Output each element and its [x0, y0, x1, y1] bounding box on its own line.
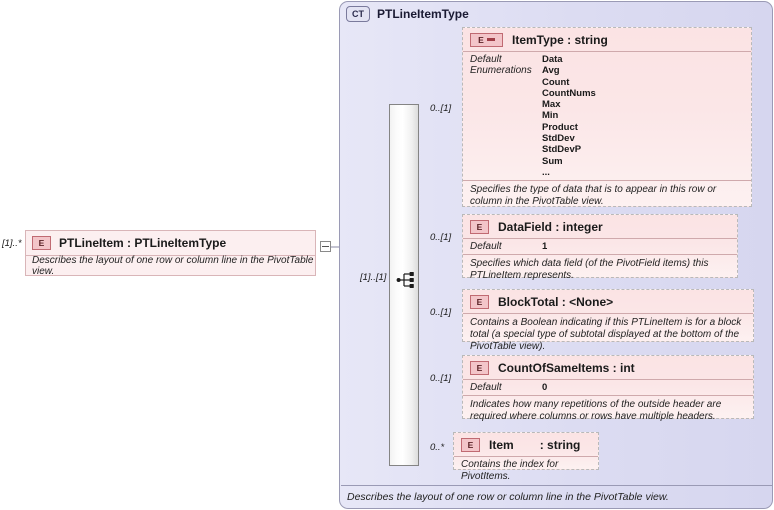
element-badge-icon: E: [461, 437, 480, 452]
cardinality-root-element: [1]..*: [2, 238, 22, 249]
datafield-doc: Specifies which data field (of the Pivot…: [470, 258, 709, 282]
complex-type-title: PTLineItemType: [377, 7, 469, 21]
complex-type-footer-text: Describes the layout of one row or colum…: [347, 490, 669, 503]
cardinality-sequence: [1]..[1]: [360, 272, 387, 283]
enum-value: Count: [542, 76, 570, 88]
countofsameitems-properties: Default 0: [463, 380, 753, 397]
root-element-header: E PTLineItem : PTLineItemType: [26, 231, 315, 256]
enum-value: Product: [542, 121, 578, 133]
blocktotal-title: BlockTotal : <None>: [498, 294, 614, 309]
countofsameitems-property-labels: Default: [470, 382, 542, 393]
element-box-datafield[interactable]: E DataField : integer Default 1 Specifie…: [462, 214, 738, 281]
datafield-properties: Default 1: [463, 239, 737, 256]
enum-value: Data: [542, 54, 563, 65]
item-title: Item : string: [489, 438, 580, 452]
item-doc: Contains the index for PivotItems.: [461, 459, 559, 482]
enum-value: Avg: [542, 65, 560, 77]
enum-value: Max: [542, 99, 561, 111]
default-value: 0: [542, 382, 548, 393]
item-type: : string: [539, 437, 581, 452]
element-box-blocktotal[interactable]: E BlockTotal : <None> Contains a Boolean…: [462, 289, 754, 352]
default-value: 1: [542, 241, 548, 252]
property-label: Default: [470, 54, 502, 65]
itemtype-doc: Specifies the type of data that is to ap…: [470, 184, 717, 208]
enum-value: StdDevP: [542, 144, 582, 156]
badge-letter: E: [478, 34, 484, 45]
itemtype-property-labels: Default Enumerations: [470, 54, 542, 178]
collapse-toggle-icon[interactable]: [320, 241, 331, 252]
property-label: Enumerations: [470, 65, 532, 77]
item-header: E Item : string: [454, 433, 598, 457]
itemtype-title: ItemType : string: [512, 32, 608, 47]
item-name: Item: [489, 437, 514, 452]
blocktotal-doc: Contains a Boolean indicating if this PT…: [470, 317, 742, 352]
sequence-icon[interactable]: [396, 271, 418, 289]
datafield-property-labels: Default: [470, 241, 542, 252]
countofsameitems-doc: Indicates how many repetitions of the ou…: [470, 399, 722, 423]
element-badge-icon: E: [470, 360, 489, 375]
element-badge-icon: E: [32, 236, 51, 250]
property-label: Default: [470, 241, 502, 252]
enum-value: CountNums: [542, 87, 596, 99]
complex-type-header: CT PTLineItemType: [346, 6, 469, 22]
root-element-box[interactable]: E PTLineItem : PTLineItemType Describes …: [25, 230, 316, 277]
countofsameitems-header: E CountOfSameItems : int: [463, 356, 753, 380]
cardinality-datafield: 0..[1]: [430, 232, 452, 243]
element-badge-icon: E: [470, 219, 489, 234]
enum-value: Sum: [542, 155, 563, 167]
complex-type-badge-icon: CT: [346, 6, 370, 22]
element-box-countofsameitems[interactable]: E CountOfSameItems : int Default 0 Indic…: [462, 355, 754, 422]
cardinality-countofsameitems: 0..[1]: [430, 373, 452, 384]
cardinality-itemtype: 0..[1]: [430, 103, 452, 114]
element-box-itemtype[interactable]: E ItemType : string Default Enumerations…: [462, 27, 752, 207]
element-badge-icon: E: [470, 32, 503, 47]
datafield-header: E DataField : integer: [463, 215, 737, 239]
itemtype-properties: Default Enumerations Data Avg Count Coun…: [463, 52, 751, 182]
enumeration-dash-icon: [486, 38, 495, 41]
enum-value: Min: [542, 110, 559, 122]
property-label: Default: [470, 382, 502, 393]
root-element-title: PTLineItem : PTLineItemType: [59, 236, 227, 250]
enum-value-ellipsis: ...: [542, 166, 550, 178]
cardinality-blocktotal: 0..[1]: [430, 307, 452, 318]
blocktotal-header: E BlockTotal : <None>: [463, 290, 753, 314]
datafield-property-values: 1: [542, 241, 547, 252]
cardinality-item: 0..*: [430, 442, 445, 453]
itemtype-property-values: Data Avg Count CountNums Max Min Product…: [542, 54, 596, 178]
root-element-doc: Describes the layout of one row or colum…: [32, 255, 314, 277]
countofsameitems-title: CountOfSameItems : int: [498, 360, 635, 375]
complex-type-footer-doc: Describes the layout of one row or colum…: [341, 485, 773, 507]
itemtype-header: E ItemType : string: [463, 28, 751, 52]
countofsameitems-property-values: 0: [542, 382, 547, 393]
minus-icon: [322, 246, 329, 247]
element-box-item[interactable]: E Item : string Contains the index for P…: [453, 432, 599, 482]
element-badge-icon: E: [470, 294, 489, 309]
datafield-title: DataField : integer: [498, 219, 603, 234]
enum-value: StdDev: [542, 133, 575, 145]
